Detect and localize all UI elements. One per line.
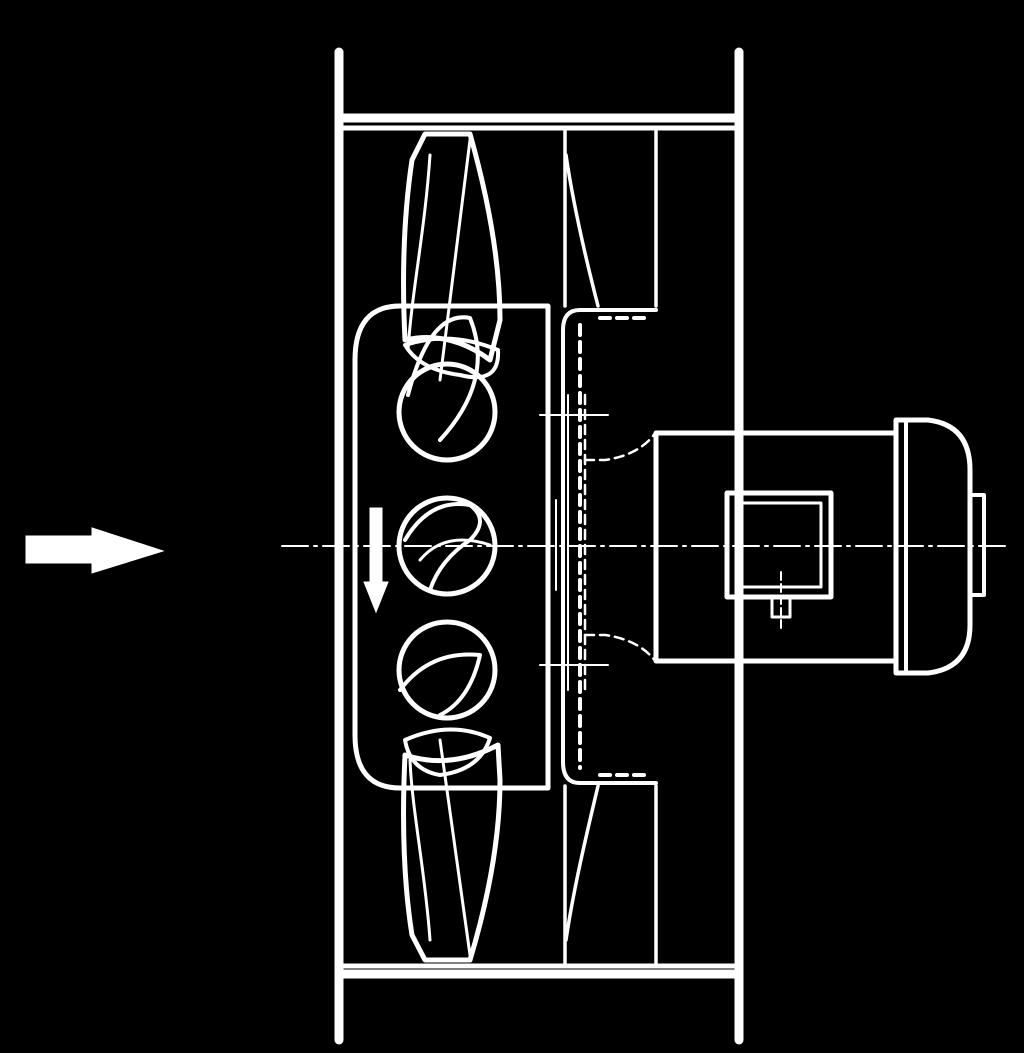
motor-shaft-end: [968, 493, 986, 597]
rotation-arrow-icon: [363, 507, 389, 614]
guide-vanes: [563, 126, 658, 968]
duct-casing: [334, 47, 744, 1045]
fan-blades: [396, 131, 503, 963]
hub-fairing: [561, 308, 658, 785]
shaft-coupling: [583, 393, 658, 695]
impeller-hub: [352, 303, 551, 791]
blade-root-top: [396, 361, 498, 463]
fan-blade-bottom: [401, 742, 503, 963]
blade-root-middle: [396, 495, 498, 597]
mounting-flange: [336, 125, 742, 969]
fan-blade-top: [401, 131, 503, 363]
motor: [653, 417, 986, 676]
motor-end-cap: [893, 417, 973, 676]
terminal-box: [724, 490, 834, 633]
airflow-arrow-icon: [25, 527, 165, 574]
blade-root-bottom: [396, 619, 498, 721]
